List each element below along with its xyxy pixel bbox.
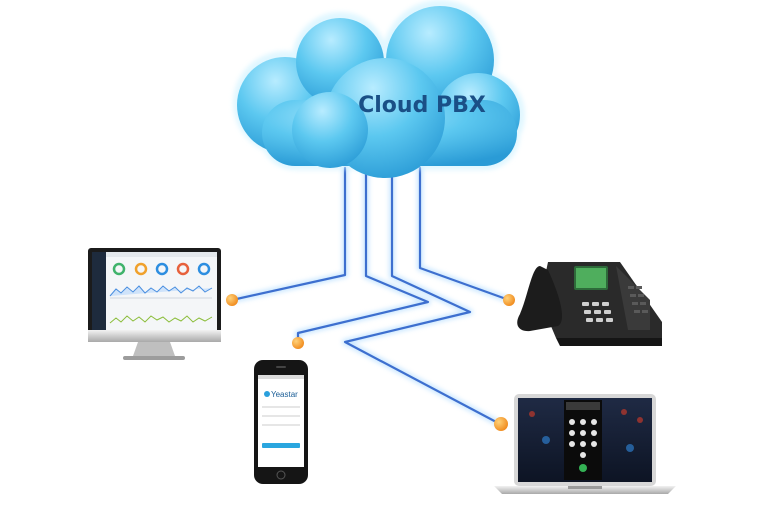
phone-icon [254, 360, 308, 484]
monitor-icon [88, 248, 221, 360]
wire-to-laptop [343, 166, 502, 426]
node-desktop [226, 294, 238, 306]
node-smartphone [292, 337, 304, 349]
mobile-app-brand: Yeastar [271, 390, 298, 399]
cloud-icon [233, 0, 525, 178]
connection-lines [229, 165, 512, 427]
wire-to-smartphone [296, 166, 430, 344]
wire-to-desk-phone [418, 166, 511, 302]
desk-phone-icon [517, 262, 662, 346]
cloud-label: Cloud PBX [358, 93, 486, 118]
connection-nodes [226, 294, 515, 431]
node-desk-phone [503, 294, 515, 306]
node-laptop [494, 417, 508, 431]
wire-to-desktop [230, 166, 347, 302]
laptop-icon [494, 394, 676, 494]
